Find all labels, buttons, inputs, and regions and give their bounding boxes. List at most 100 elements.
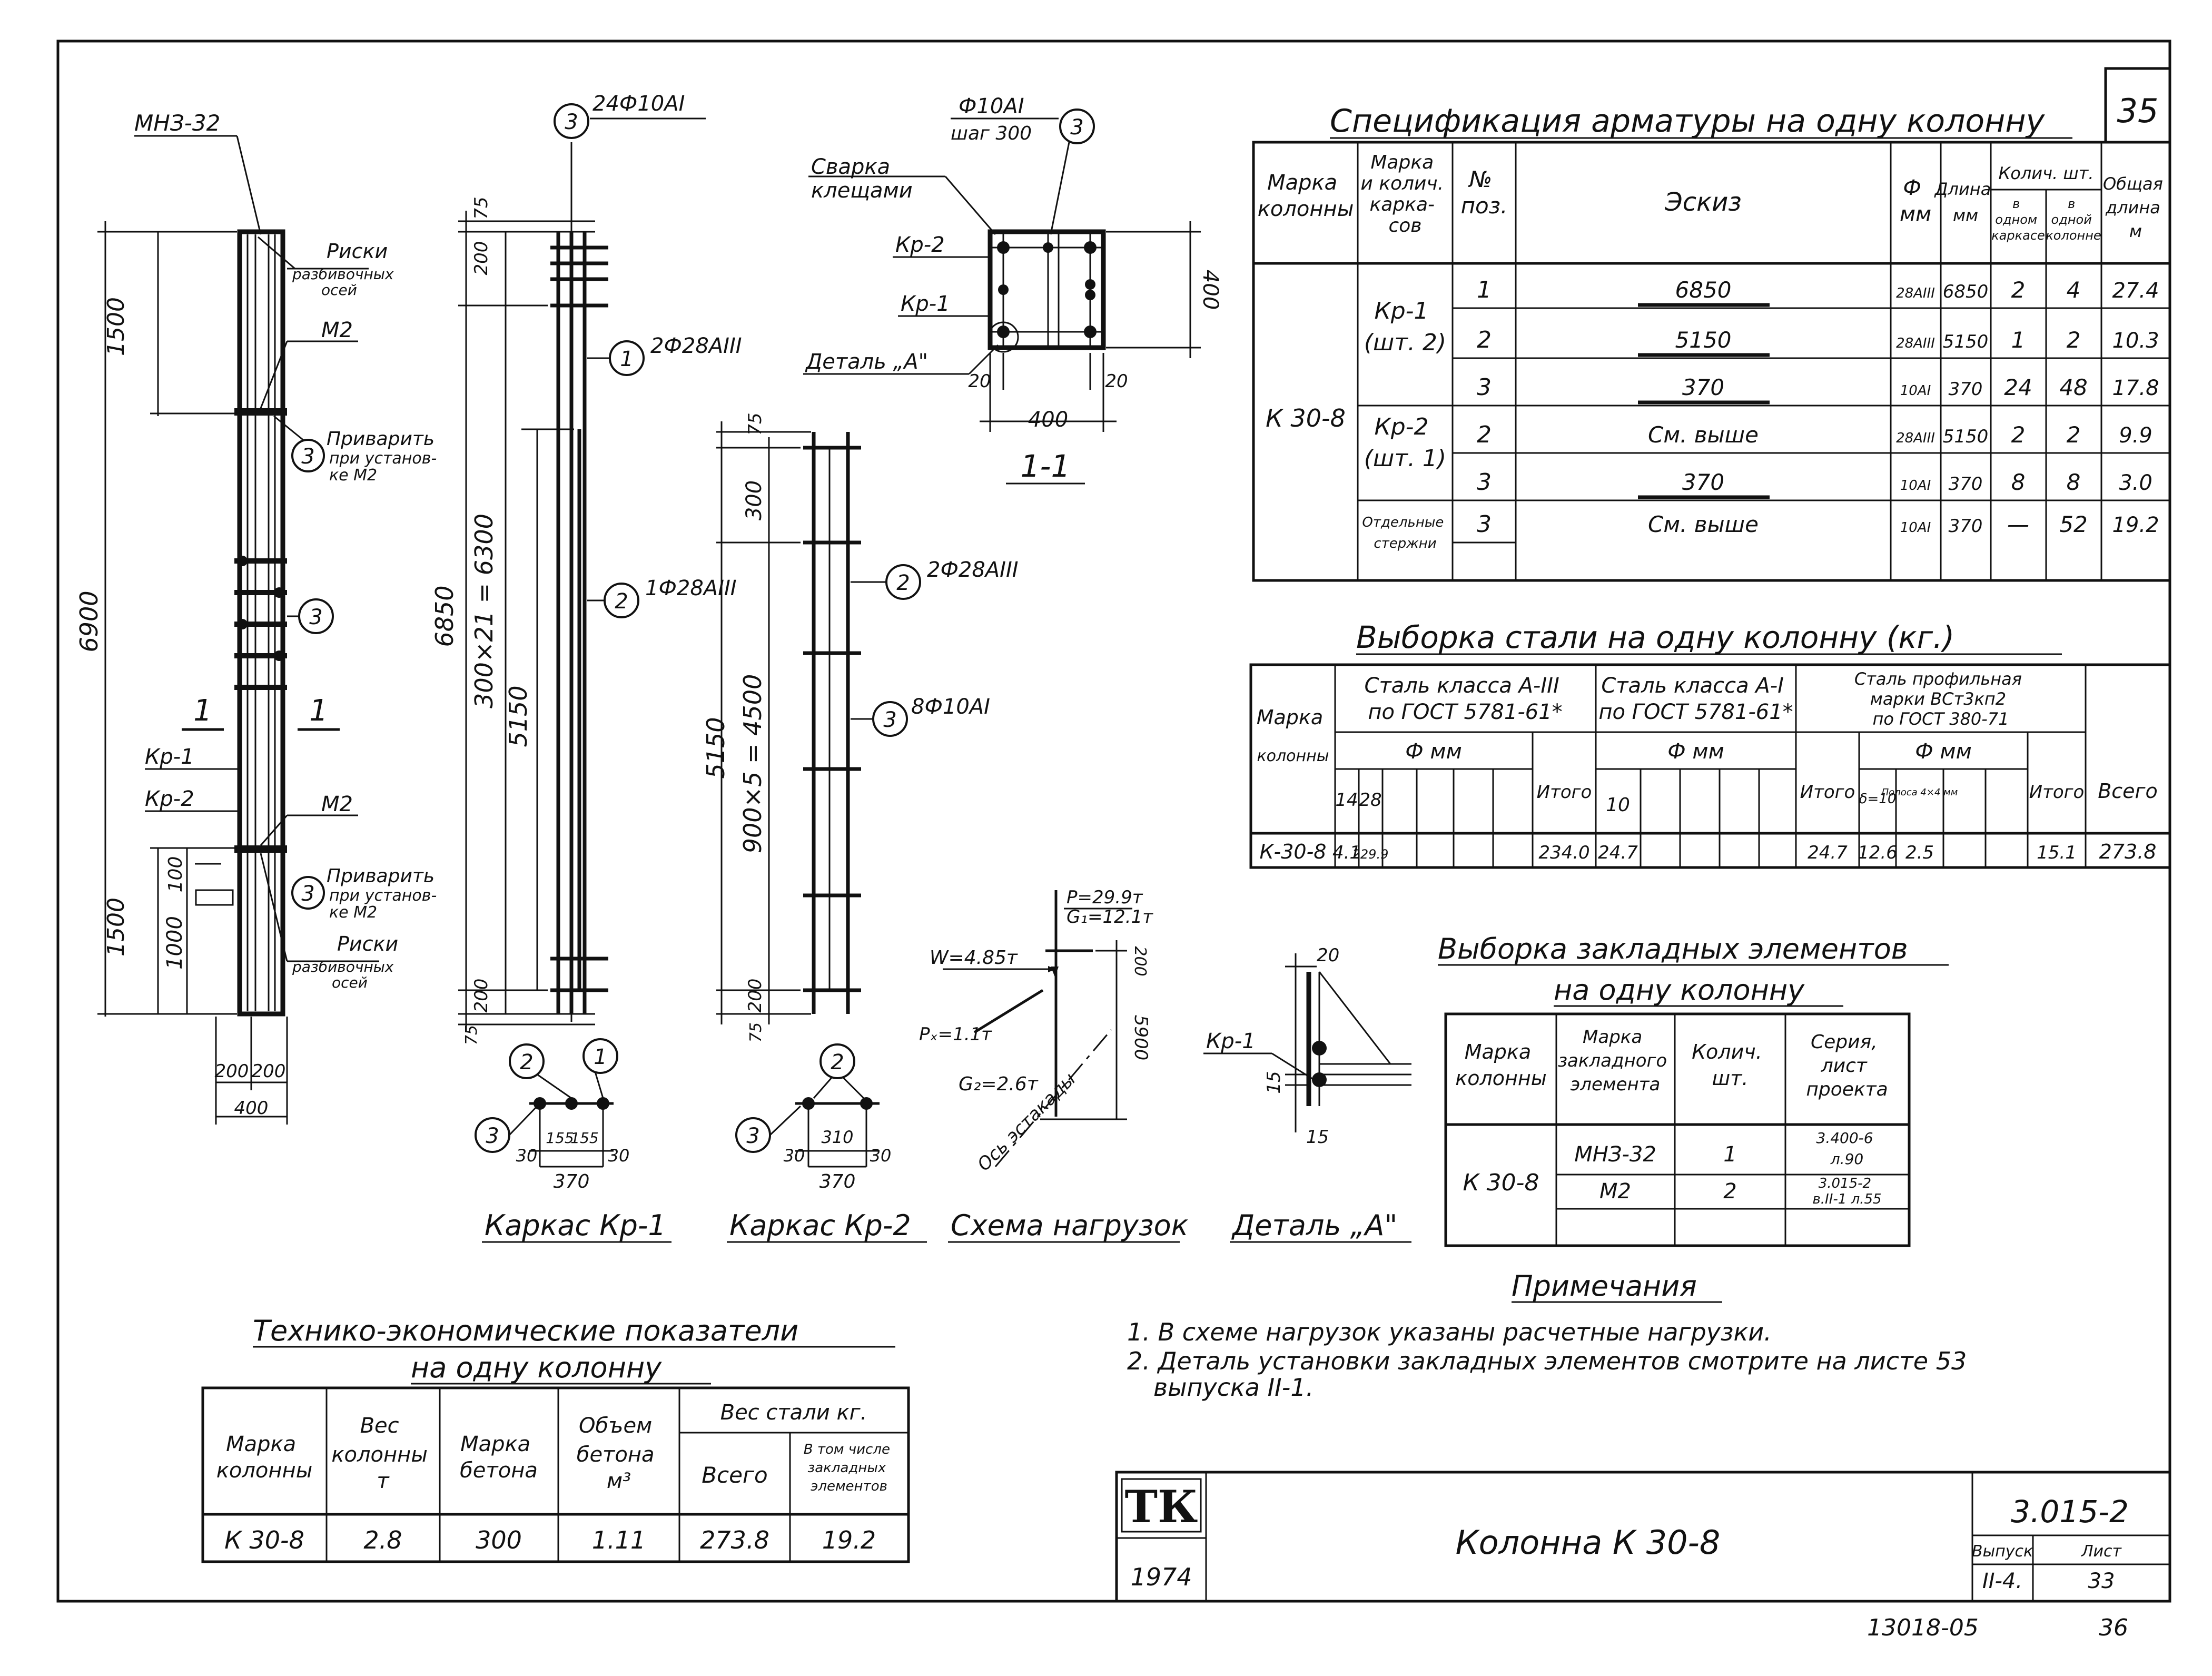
spec-cell-n2: 2 (2067, 327, 2081, 353)
svg-text:155: 155 (570, 1129, 598, 1147)
svg-text:5150: 5150 (702, 717, 730, 778)
svg-text:1: 1 (193, 694, 212, 728)
svg-text:МНЗ-32: МНЗ-32 (1574, 1142, 1656, 1167)
spec-cell-d: 28AIII (1896, 285, 1935, 301)
svg-text:15.1: 15.1 (2037, 842, 2077, 863)
svg-text:3.015-2 в.II-1 л.55: 3.015-2 в.II-1 л.55 (1812, 1176, 1881, 1207)
spec-cell-total: 27.4 (2112, 279, 2159, 303)
spec-cell-n1: — (2007, 511, 2029, 537)
svg-text:при установ-: при установ- (329, 449, 437, 468)
svg-text:Марка колонны: Марка колонны (1258, 171, 1354, 221)
svg-text:273.8: 273.8 (700, 1526, 769, 1554)
svg-text:Итого: Итого (2029, 782, 2085, 803)
svg-text:400: 400 (1028, 408, 1068, 432)
svg-text:Кр-2 (шт. 1): Кр-2 (шт. 1) (1364, 413, 1446, 472)
tep-table: Технико-экономические показатели на одну… (201, 1314, 910, 1563)
note-2: 2. Деталь установки закладных элементов … (1127, 1347, 1967, 1375)
svg-text:3: 3 (486, 1124, 499, 1148)
svg-text:Лист: Лист (2081, 1542, 2122, 1561)
spec-cell-pos: 3 (1477, 374, 1492, 401)
svg-text:ке М2: ке М2 (329, 466, 377, 485)
sheet-number: 35 (2117, 92, 2159, 130)
svg-text:12.6: 12.6 (1858, 842, 1898, 863)
svg-text:Итого: Итого (1537, 782, 1592, 803)
svg-text:200: 200 (471, 241, 492, 275)
svg-text:300×21 = 6300: 300×21 = 6300 (470, 514, 498, 708)
svg-text:2Ф28АIII: 2Ф28АIII (927, 558, 1019, 582)
svg-text:Кр-1: Кр-1 (901, 292, 950, 316)
spec-cell-pos: 1 (1477, 277, 1492, 303)
list: 33 (2088, 1569, 2115, 1593)
svg-text:Приварить: Приварить (327, 428, 434, 450)
spec-cell-sketch: 370 (1682, 374, 1724, 400)
svg-text:Деталь „А": Деталь „А" (805, 350, 928, 374)
svg-text:Марка бетона: Марка бетона (460, 1432, 538, 1483)
svg-text:осей: осей (332, 974, 368, 991)
svg-text:229.9: 229.9 (1352, 847, 1389, 862)
svg-text:30: 30 (784, 1146, 805, 1166)
frame-kr1: 75 200 6850 300×21 = 6300 5150 200 75 3 … (430, 92, 742, 1243)
svg-text:осей: осей (321, 281, 357, 299)
svg-text:5900: 5900 (1130, 1015, 1151, 1061)
spec-cell-n1: 8 (2011, 469, 2026, 495)
svg-text:900×5 = 4500: 900×5 = 4500 (738, 674, 767, 853)
svg-text:Объем бетона м³: Объем бетона м³ (577, 1414, 661, 1493)
svg-text:155: 155 (546, 1129, 574, 1147)
svg-text:W=4.85т: W=4.85т (930, 947, 1018, 969)
svg-text:3: 3 (565, 110, 578, 134)
svg-text:3: 3 (1070, 115, 1083, 140)
spec-cell-n2: 2 (2067, 422, 2081, 448)
svg-text:75: 75 (747, 1022, 765, 1042)
svg-text:100: 100 (165, 856, 186, 893)
spec-cell-sketch: См. выше (1648, 511, 1759, 537)
spec-h-sketch: Эскиз (1664, 188, 1742, 217)
svg-text:3: 3 (301, 445, 314, 469)
svg-text:3: 3 (746, 1124, 759, 1148)
title-block: ТК 1974 Колонна К 30-8 3.015-2 Выпуск II… (1115, 1471, 2171, 1641)
spec-cell-n2: 48 (2059, 374, 2087, 400)
spec-cell-sketch: 370 (1682, 469, 1724, 495)
svg-text:1500: 1500 (103, 297, 130, 356)
svg-text:28: 28 (1359, 790, 1381, 811)
spec-cell-len: 370 (1949, 474, 1983, 495)
svg-text:3: 3 (883, 708, 896, 732)
spec-cell-len: 5150 (1943, 426, 1989, 447)
spec-cell-len: 370 (1949, 379, 1983, 400)
svg-text:ке М2: ке М2 (329, 903, 377, 922)
svg-text:в одной колонне: в одной колонне (2046, 196, 2101, 243)
embedded-table: Выборка закладных элементов на одну коло… (1438, 932, 1949, 1247)
svg-text:30: 30 (608, 1146, 630, 1166)
tep-title-1: Технико-экономические показатели (253, 1314, 798, 1347)
svg-text:75: 75 (462, 1025, 481, 1045)
svg-text:при установ-: при установ- (329, 886, 437, 905)
svg-text:3: 3 (301, 882, 314, 906)
svg-text:G₁=12.1т: G₁=12.1т (1066, 906, 1153, 928)
svg-text:14: 14 (1335, 790, 1358, 811)
svg-text:200: 200 (215, 1061, 249, 1082)
frame-kr2: 75 300 5150 900×5 = 4500 200 75 2 2Ф28АI… (702, 412, 1019, 1243)
steel-table: Выборка стали на одну колонну (кг.) Марк… (1249, 619, 2171, 869)
svg-text:2.8: 2.8 (363, 1526, 402, 1554)
spec-cell-d: 10AI (1900, 478, 1931, 494)
svg-text:Всего: Всего (2098, 780, 2158, 803)
svg-text:370: 370 (554, 1171, 590, 1192)
spec-h-mark-2: колонны (1258, 197, 1354, 221)
spec-column-mark: К 30-8 (1266, 404, 1346, 432)
spec-cell-d: 10AI (1900, 520, 1931, 536)
spec-cell-n2: 4 (2067, 277, 2081, 303)
svg-text:200: 200 (252, 1061, 286, 1082)
svg-text:Марка и колич. кар: Марка и колич. карка- сов (1360, 152, 1449, 236)
svg-text:20: 20 (1317, 945, 1339, 966)
year: 1974 (1130, 1563, 1192, 1591)
svg-text:20: 20 (1105, 371, 1128, 392)
svg-text:Отдельные стержни: Отдельные стержни (1362, 515, 1448, 551)
svg-text:24Ф10АI: 24Ф10АI (592, 92, 685, 116)
svg-text:Выпуск: Выпуск (1972, 1542, 2033, 1561)
svg-text:В том числе закладных: В том числе закладных элементов (804, 1442, 894, 1494)
spec-cell-len: 5150 (1943, 331, 1989, 352)
svg-text:400: 400 (234, 1098, 269, 1119)
svg-text:Ф мм: Ф мм (1915, 740, 1972, 764)
svg-text:1: 1 (309, 694, 328, 728)
